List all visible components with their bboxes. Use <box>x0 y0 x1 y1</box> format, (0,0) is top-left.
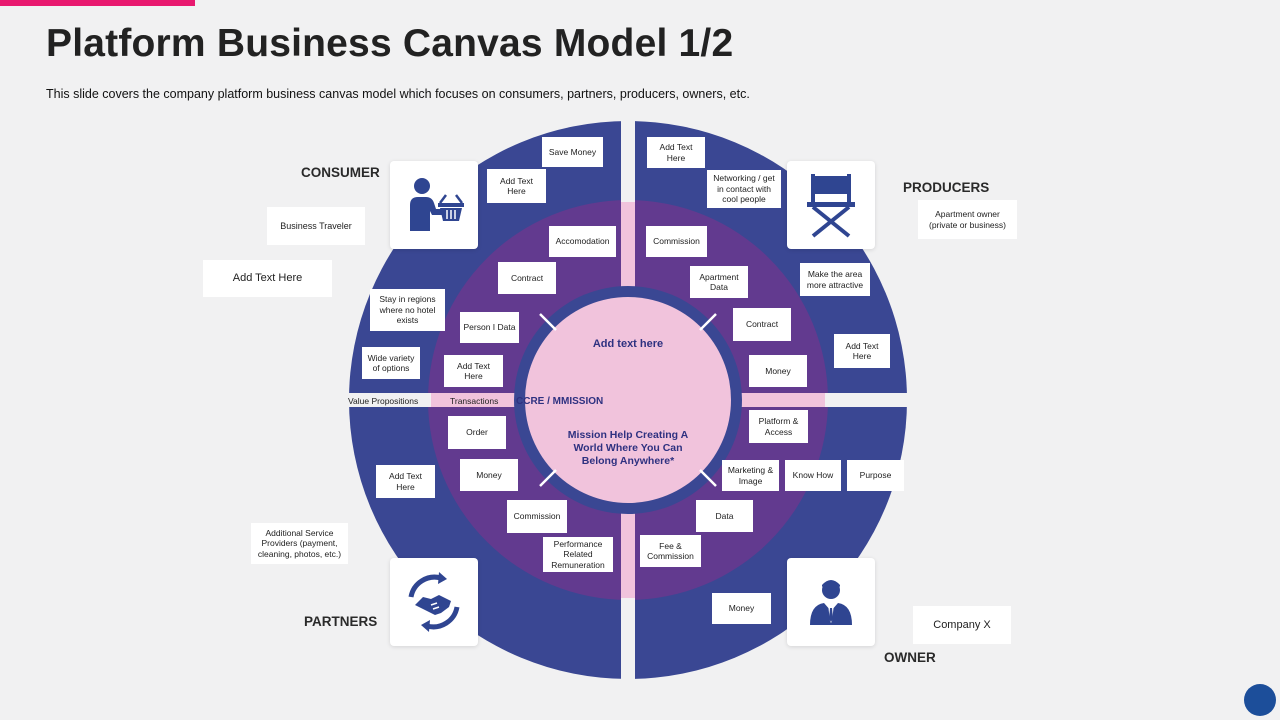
label-owner: OWNER <box>884 650 936 665</box>
gap-left <box>344 393 431 407</box>
page-subtitle: This slide covers the company platform b… <box>46 87 750 101</box>
add-text-r-box: Add Text Here <box>834 334 890 368</box>
apartment-owner-box: Apartment owner (private or business) <box>918 200 1017 239</box>
value-propositions-label: Value Propositions <box>348 396 419 406</box>
money-bl-box: Money <box>460 459 518 491</box>
data-box: Data <box>696 500 753 532</box>
add-text-tl-box: Add Text Here <box>487 169 546 203</box>
purpose-box: Purpose <box>847 460 904 491</box>
money-owner-box: Money <box>712 593 771 624</box>
mission-statement: Mission Help Creating A World Where You … <box>567 429 689 467</box>
tick-tl <box>539 313 557 331</box>
accent-bar <box>0 0 195 6</box>
shopper-with-basket-icon <box>410 178 464 231</box>
commission-tr-box: Commission <box>646 226 707 257</box>
company-x-box: Company X <box>913 606 1011 644</box>
partners-icon-card <box>390 558 478 646</box>
order-box: Order <box>448 416 506 449</box>
businessman-icon <box>810 580 852 625</box>
tick-tr <box>699 313 717 331</box>
wide-variety-box: Wide variety of options <box>362 347 420 379</box>
platform-access-box: Platform & Access <box>749 410 808 443</box>
networking-box: Networking / get in contact with cool pe… <box>707 170 781 208</box>
handshake-cycle-icon <box>408 572 460 632</box>
producers-icon-card <box>787 161 875 249</box>
label-producers: PRODUCERS <box>903 180 990 195</box>
contract-tr-box: Contract <box>733 308 791 341</box>
page-indicator-dot <box>1244 684 1276 716</box>
commission-bl-box: Commission <box>507 500 567 533</box>
make-area-box: Make the area more attractive <box>800 263 870 296</box>
accomodation-box: Accomodation <box>549 226 616 257</box>
tick-br <box>699 469 717 487</box>
center-add-text: Add text here <box>592 338 664 350</box>
gap-right <box>825 393 913 407</box>
add-text-left-box: Add Text Here <box>203 260 332 297</box>
consumer-icon-card <box>390 161 478 249</box>
tick-bl <box>539 469 557 487</box>
marketing-image-box: Marketing & Image <box>722 460 779 491</box>
business-traveler-box: Business Traveler <box>267 207 365 245</box>
owner-icon-card <box>787 558 875 646</box>
apartment-data-box: Apartment Data <box>690 266 748 298</box>
add-text-m-box: Add Text Here <box>444 355 503 387</box>
stay-in-regions-box: Stay in regions where no hotel exists <box>370 289 445 331</box>
gap-bottom <box>621 598 635 684</box>
add-text-tr-box: Add Text Here <box>647 137 705 168</box>
save-money-box: Save Money <box>542 137 603 167</box>
director-chair-icon <box>807 174 855 238</box>
transactions-label: Transactions <box>450 396 499 406</box>
gap-top <box>621 118 635 202</box>
label-partners: PARTNERS <box>304 614 378 629</box>
add-text-bl-box: Add Text Here <box>376 465 435 498</box>
know-how-box: Know How <box>785 460 841 491</box>
additional-service-box: Additional Service Providers (payment, c… <box>251 523 348 564</box>
money-tr-box: Money <box>749 355 807 387</box>
core-mission-label: CCRE / MMISSION <box>516 396 604 407</box>
label-consumer: CONSUMER <box>301 165 380 180</box>
fee-commission-box: Fee & Commission <box>640 535 701 567</box>
page-title: Platform Business Canvas Model 1/2 <box>46 22 734 65</box>
performance-box: Performance Related Remuneration <box>543 537 613 572</box>
center-circle <box>525 297 731 503</box>
person-data-box: Person I Data <box>460 312 519 343</box>
contract-tl-box: Contract <box>498 262 556 294</box>
